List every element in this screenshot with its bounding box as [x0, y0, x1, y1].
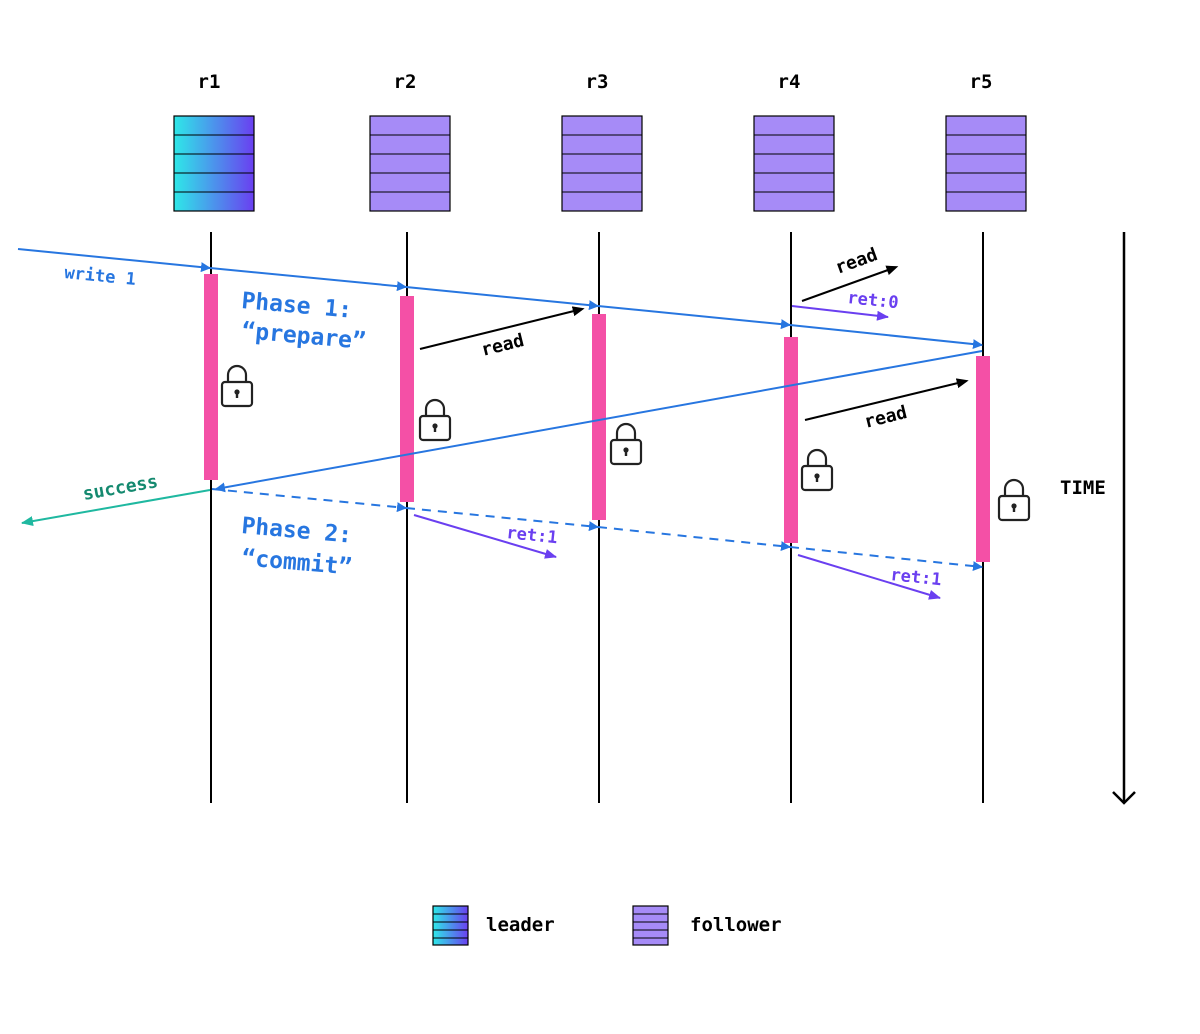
ret0-label: ret:0 [846, 288, 899, 313]
lock-bars [204, 274, 990, 562]
lock-icon [997, 478, 1031, 522]
legend-follower-label: follower [690, 914, 782, 936]
phase2-label-line2: “commit” [240, 545, 353, 581]
read-arrow-r4 [801, 265, 899, 302]
commit-arrow-r3 [405, 507, 599, 532]
prepare-arrow-r3 [405, 286, 599, 311]
ret1-label-r4: ret:1 [889, 565, 942, 590]
lock-icon [609, 422, 643, 466]
success-arrow [21, 489, 211, 527]
replica-r1: r1 [173, 71, 255, 212]
lock-period-bar-r2 [400, 296, 414, 502]
replica-label: r3 [586, 71, 609, 93]
phase1-label-line1: Phase 1: [240, 288, 353, 324]
lock-icon [418, 398, 452, 442]
lock-period-bar-r5 [976, 356, 990, 562]
locks [220, 364, 1031, 522]
prepare-arrow-r5 [789, 324, 983, 350]
legend: leader follower [432, 905, 782, 946]
replica-label: r1 [198, 71, 221, 93]
leader-storage-icon [173, 115, 255, 212]
read-label-r4: read [833, 244, 881, 279]
follower-storage-icon [561, 115, 643, 212]
read-label-r2: read [479, 330, 526, 361]
replica-label: r4 [778, 71, 801, 93]
read-arrow-r2 [419, 306, 585, 350]
write-arrow [17, 248, 211, 273]
ret0-arrow [791, 305, 889, 321]
time-axis [1112, 232, 1136, 805]
legend-leader-label: leader [486, 914, 555, 936]
replica-r5: r5 [945, 71, 1027, 212]
follower-storage-icon [369, 115, 451, 212]
time-arrow-icon [1112, 791, 1136, 805]
replica-label: r5 [970, 71, 993, 93]
commit-arrow-r4 [597, 526, 791, 552]
labels: write 1 Phase 1: “prepare” Phase 2: “com… [64, 244, 1106, 590]
lock-period-bar-r1 [204, 274, 218, 480]
replica-r3: r3 [561, 71, 643, 212]
ret1-arrow-r2 [413, 514, 557, 559]
read-arrow-r4b [804, 378, 969, 421]
replica-headers: r1 r2 r3 r4 r5 [173, 71, 1027, 212]
read-label-r4b: read [862, 402, 909, 433]
lock-period-bar-r4 [784, 337, 798, 543]
success-label: success [81, 471, 159, 505]
follower-storage-icon [945, 115, 1027, 212]
write-label: write 1 [64, 263, 137, 290]
prepare-arrow-r2 [209, 267, 407, 292]
phase2-label-line1: Phase 2: [240, 513, 353, 549]
replica-r4: r4 [753, 71, 835, 212]
messages [17, 248, 983, 600]
follower-storage-icon [753, 115, 835, 212]
lock-icon [800, 448, 834, 492]
lock-icon [220, 364, 254, 408]
prepare-ack-arrow [215, 350, 983, 493]
ret1-arrow-r4 [797, 554, 941, 600]
phase1-label-line2: “prepare” [240, 318, 366, 355]
time-label: TIME [1060, 477, 1106, 499]
replica-label: r2 [394, 71, 417, 93]
legend-leader-swatch [432, 905, 469, 946]
replica-r2: r2 [369, 71, 451, 212]
lock-period-bar-r3 [592, 314, 606, 520]
prepare-arrow-r4 [597, 305, 791, 330]
legend-follower-swatch [632, 905, 669, 946]
commit-arrow-r5 [789, 546, 983, 572]
commit-arrow-r2 [211, 488, 407, 513]
